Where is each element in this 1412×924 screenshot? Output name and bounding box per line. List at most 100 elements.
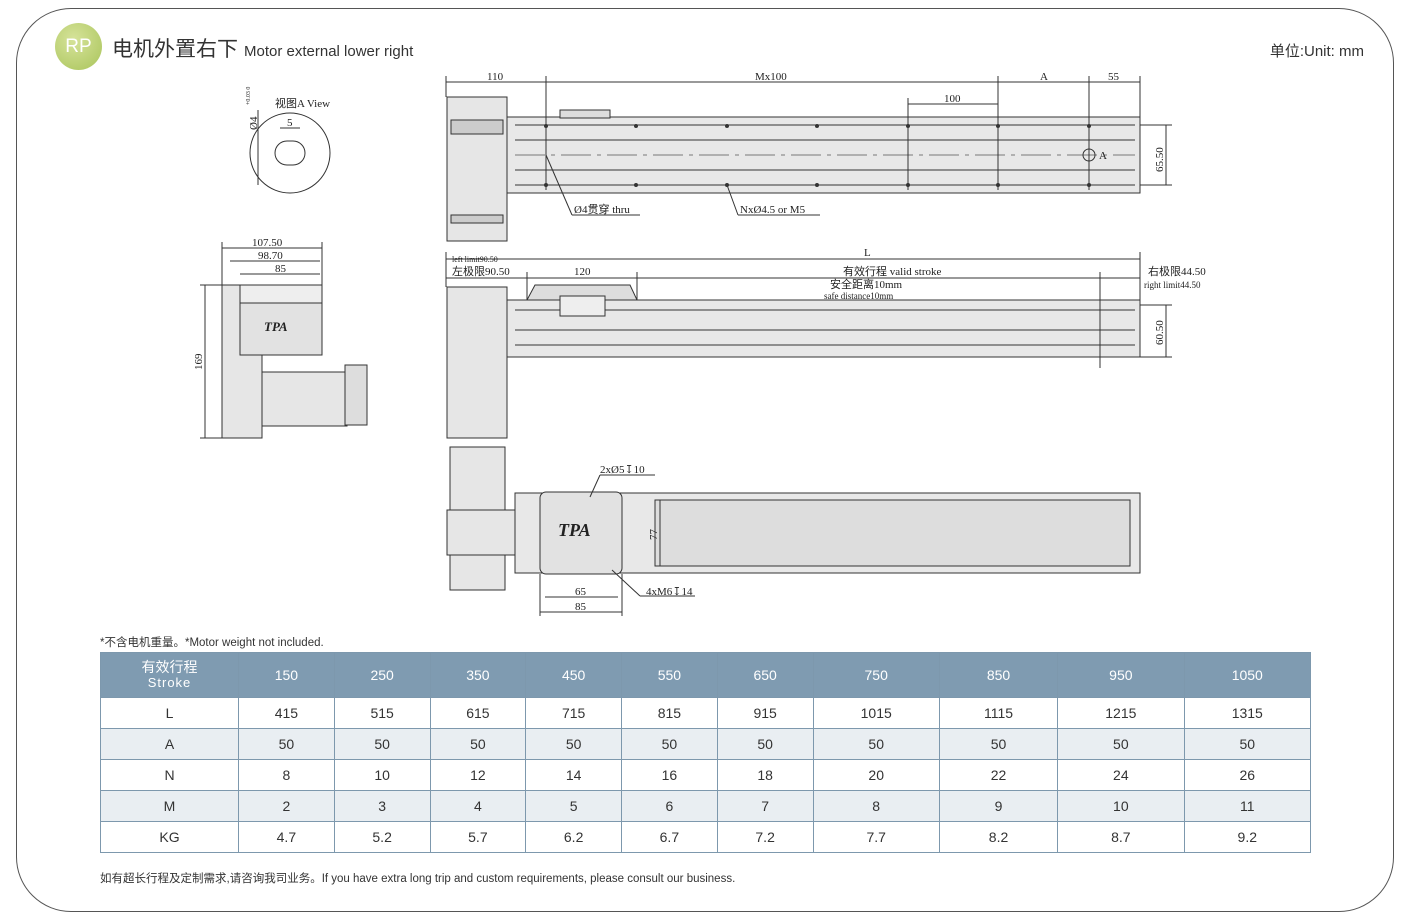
holes-2x-label: 2xØ5↧10 — [600, 464, 645, 476]
table-cell: 10 — [1057, 790, 1185, 822]
dim-55: 55 — [1108, 71, 1120, 83]
dim-l: L — [864, 247, 871, 259]
tolerance: +0.03 0 — [246, 87, 252, 105]
table-cell: 6.7 — [621, 821, 718, 853]
table-cell: 2 — [238, 790, 335, 822]
stroke-header-en: Stroke — [147, 675, 192, 690]
dim-65-50: 65.50 — [1154, 147, 1166, 172]
table-cell: 14 — [525, 759, 622, 791]
left-limit-en: left limit90.50 — [452, 255, 498, 264]
table-cell: 915 — [716, 697, 814, 729]
footer-note: 如有超长行程及定制需求,请咨询我司业务。If you have extra lo… — [100, 873, 736, 885]
row-label: N — [100, 759, 239, 791]
dim-60-50: 60.50 — [1154, 320, 1166, 345]
table-cell: 50 — [938, 728, 1059, 760]
table-cell: 10 — [333, 759, 431, 791]
stroke-col: 750 — [812, 652, 940, 698]
table-cell: 50 — [716, 728, 814, 760]
table-cell: 22 — [938, 759, 1059, 791]
table-cell: 7 — [716, 790, 814, 822]
stroke-header-cn: 有效行程 — [141, 659, 198, 675]
table-cell: 8.7 — [1057, 821, 1185, 853]
unit-label: 单位:Unit: mm — [1269, 43, 1364, 60]
table-cell: 50 — [429, 728, 527, 760]
table-cell: 8 — [812, 790, 940, 822]
row-label: KG — [100, 821, 239, 853]
page-title: 电机外置右下 Motor external lower right — [112, 33, 413, 63]
valid-stroke-label: 有效行程 valid stroke — [843, 264, 941, 278]
table-cell: 1315 — [1183, 697, 1312, 729]
title-cn: 电机外置右下 — [112, 38, 238, 61]
table-cell: 8 — [238, 759, 335, 791]
table-cell: 26 — [1183, 759, 1312, 791]
table-cell: 7.7 — [812, 821, 940, 853]
table-cell: 6.2 — [525, 821, 622, 853]
table-cell: 9.2 — [1183, 821, 1312, 853]
dim-5: 5 — [287, 117, 293, 129]
table-cell: 24 — [1057, 759, 1185, 791]
top-view: 110 Mx100 A 55 100 65.50 Ø4贯穿 thru NxØ4.… — [445, 71, 1172, 242]
stroke-col: 450 — [525, 652, 622, 698]
dim-a: A — [1040, 71, 1048, 83]
table-cell: 5.2 — [333, 821, 431, 853]
table-cell: 4.7 — [238, 821, 335, 853]
table-cell: 3 — [333, 790, 431, 822]
view-a-label: 视图A View — [275, 96, 330, 110]
table-cell: 615 — [429, 697, 527, 729]
table-cell: 1215 — [1057, 697, 1185, 729]
dim-169: 169 — [193, 353, 205, 370]
left-limit-cn: 左极限90.50 — [452, 264, 510, 278]
dim-100: 100 — [944, 93, 961, 105]
title-en: Motor external lower right — [244, 43, 414, 60]
table-cell: 50 — [812, 728, 940, 760]
table-cell: 8.2 — [938, 821, 1059, 853]
row-label: L — [100, 697, 239, 729]
table-cell: 6 — [621, 790, 718, 822]
table-cell: 50 — [333, 728, 431, 760]
page-frame — [16, 8, 1394, 912]
table-cell: 4 — [429, 790, 527, 822]
row-label: M — [100, 790, 239, 822]
safe-distance-cn: 安全距离10mm — [830, 277, 903, 291]
dim-65: 65 — [575, 586, 587, 598]
table-cell: 11 — [1183, 790, 1312, 822]
table-cell: 16 — [621, 759, 718, 791]
series-badge: RP — [55, 23, 102, 70]
stroke-col: 850 — [938, 652, 1059, 698]
view-a: 视图A View 5 Ø4 +0.03 0 — [246, 87, 331, 194]
stroke-col: 1050 — [1183, 652, 1312, 698]
table-cell: 50 — [1057, 728, 1185, 760]
stroke-col: 550 — [621, 652, 718, 698]
weight-note: *不含电机重量。*Motor weight not included. — [100, 637, 324, 649]
dim-mx100: Mx100 — [755, 71, 787, 83]
dim-107-50: 107.50 — [252, 237, 283, 249]
stroke-col: 650 — [716, 652, 814, 698]
dim-85: 85 — [275, 263, 287, 275]
holes-label: NxØ4.5 or M5 — [740, 204, 806, 216]
right-limit-cn: 右极限44.50 — [1148, 264, 1206, 278]
stroke-col: 950 — [1057, 652, 1185, 698]
table-cell: 515 — [333, 697, 431, 729]
row-label: A — [100, 728, 239, 760]
table-cell: 50 — [1183, 728, 1312, 760]
tpa-logo: TPA — [264, 319, 288, 334]
table-cell: 18 — [716, 759, 814, 791]
safe-distance-en: safe distance10mm — [824, 291, 893, 301]
table-cell: 50 — [621, 728, 718, 760]
table-cell: 12 — [429, 759, 527, 791]
view-a-marker: A — [1099, 150, 1107, 162]
table-cell: 1015 — [812, 697, 940, 729]
dim-120: 120 — [574, 266, 591, 278]
table-cell: 5 — [525, 790, 622, 822]
table-cell: 20 — [812, 759, 940, 791]
stroke-col: 250 — [333, 652, 431, 698]
dim-110: 110 — [487, 71, 504, 83]
dim-77: 77 — [648, 529, 660, 541]
